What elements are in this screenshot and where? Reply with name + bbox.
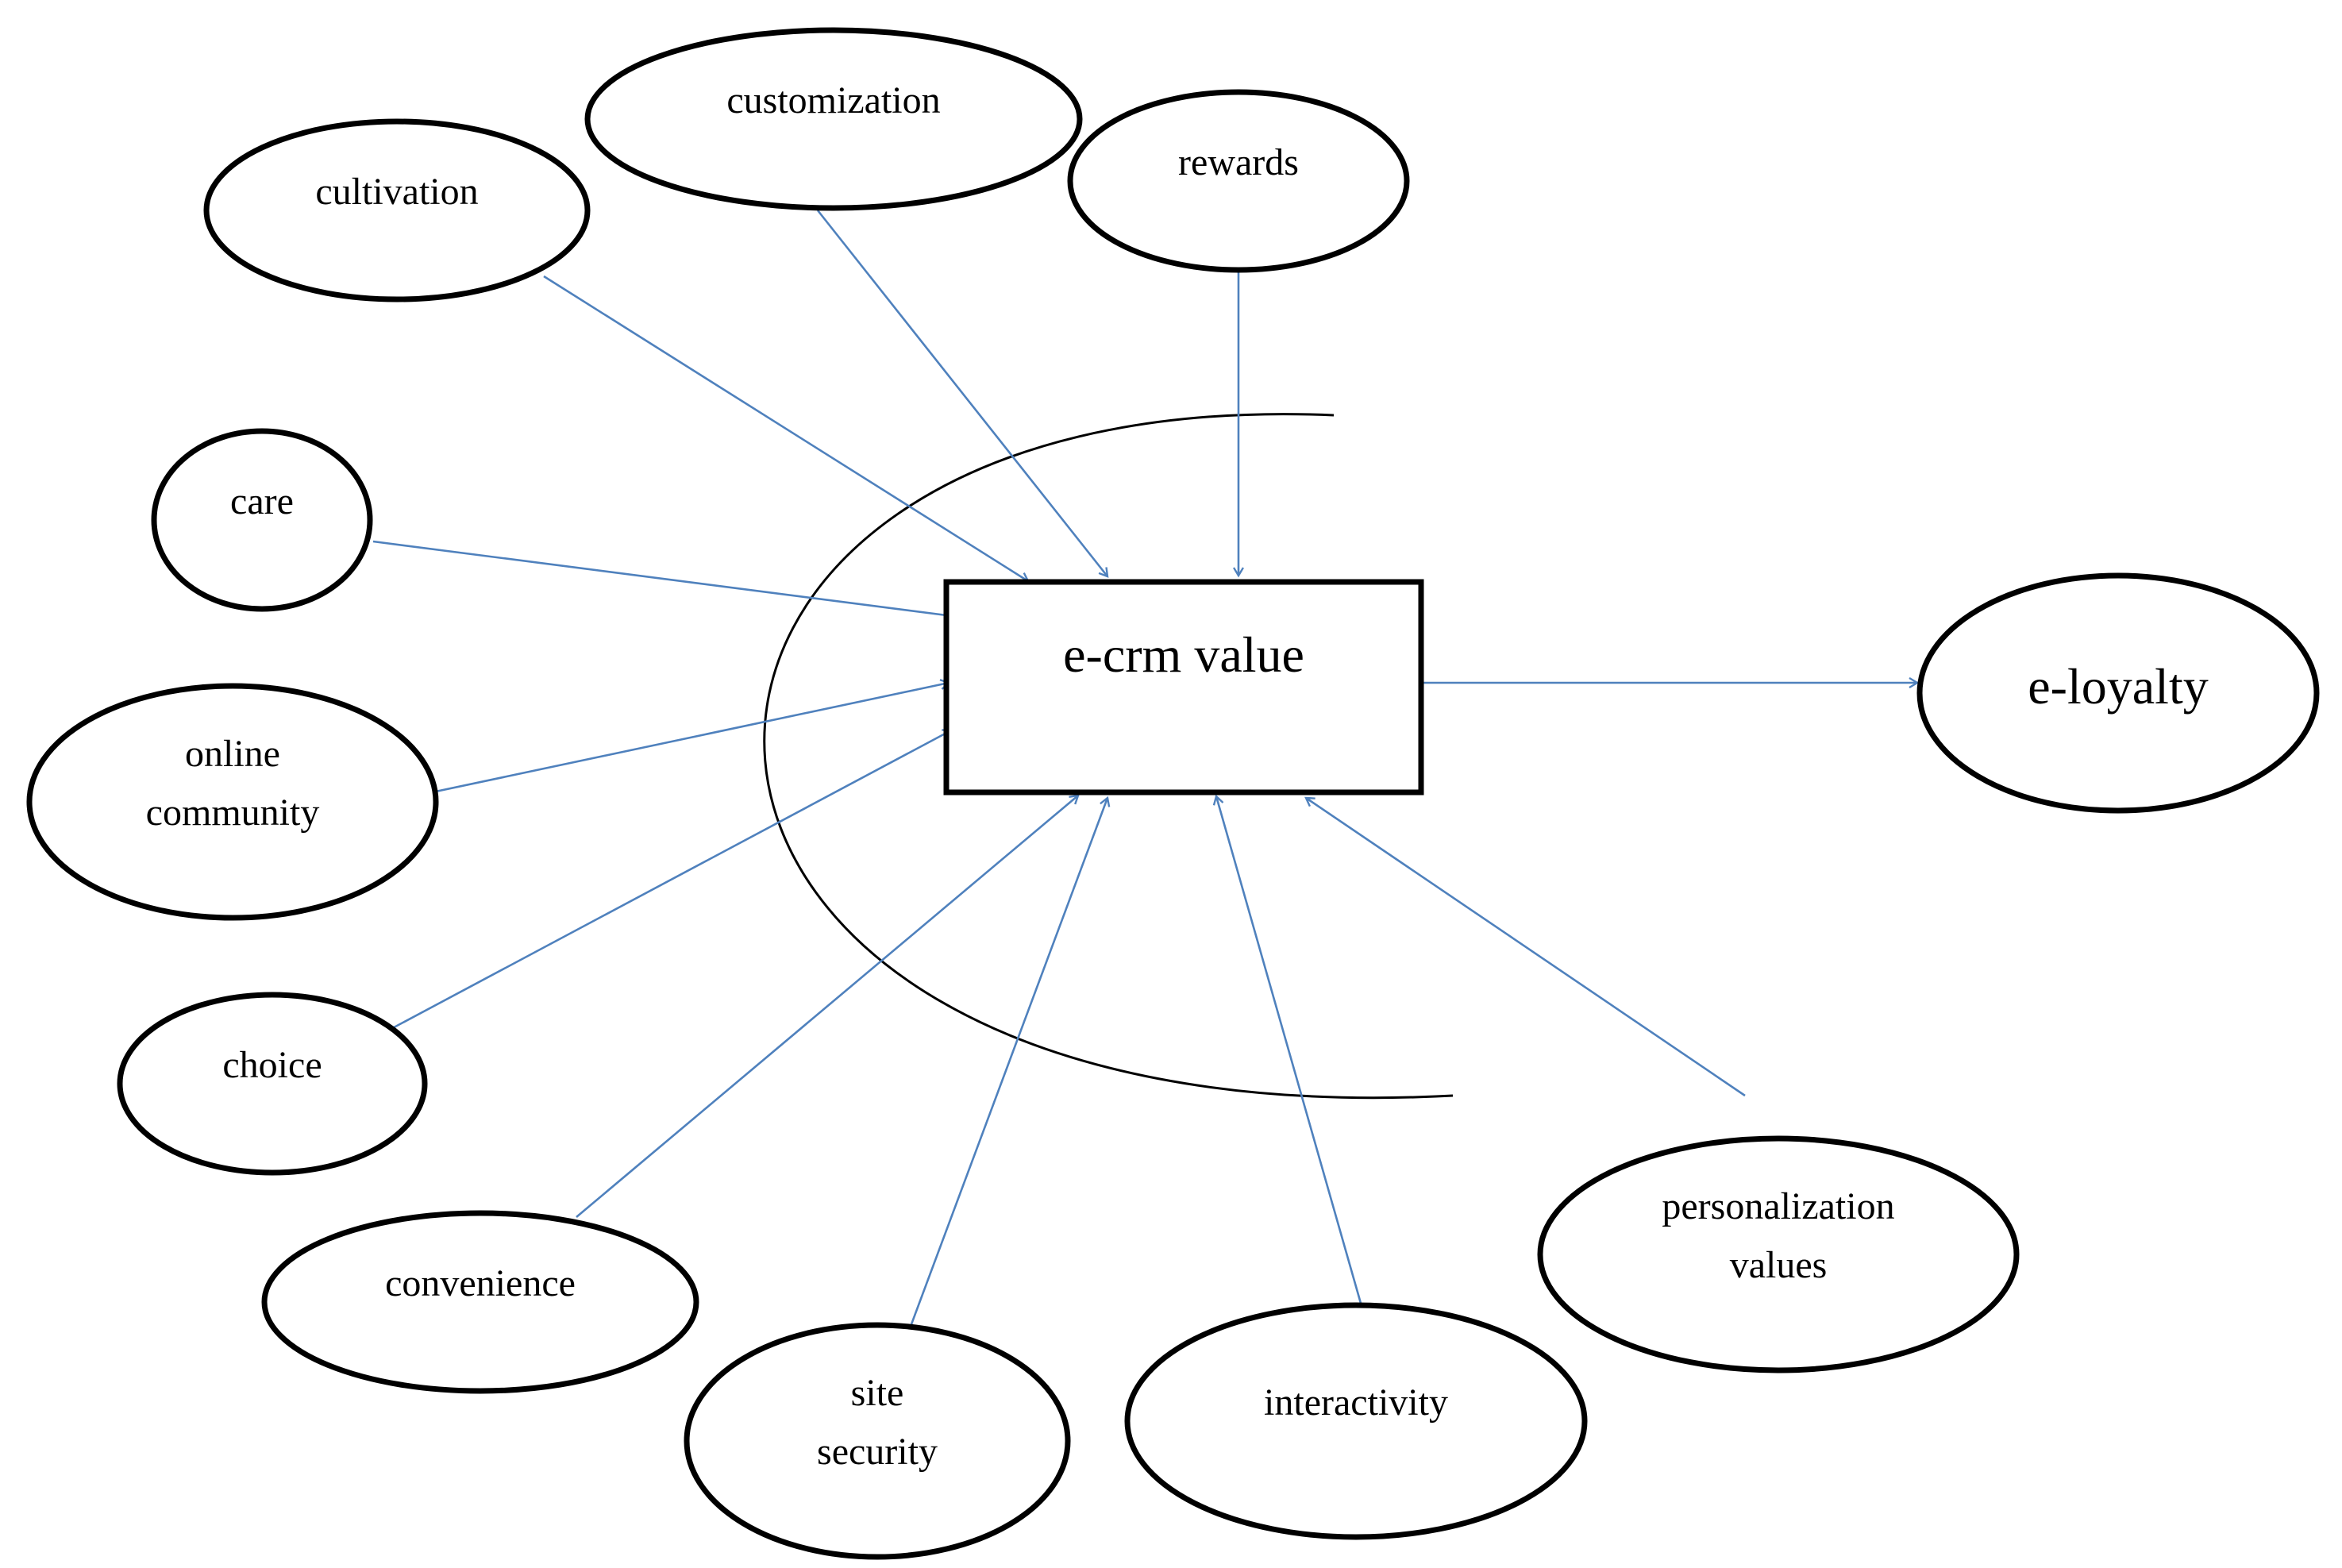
factor-label-personalization-values: values (1730, 1244, 1828, 1286)
factors-layer: cultivation customization rewards care onlin… (26, 27, 2020, 1560)
arrow-customization-to-center (816, 210, 1107, 576)
factor-node-personalization-values: personalization values (1537, 1135, 2020, 1373)
factor-node-cultivation: cultivation (203, 118, 591, 302)
arrow-care-to-center (372, 540, 953, 616)
arrow-online-community-to-center (431, 683, 949, 794)
factor-label-online-community: community (146, 792, 320, 834)
factor-label-choice: choice (222, 1044, 322, 1086)
factor-ellipse-care (151, 428, 373, 612)
factor-node-choice: choice (117, 992, 428, 1176)
factor-ellipse-choice (117, 992, 428, 1176)
factor-ellipse-customization (584, 27, 1083, 211)
factor-ellipse-interactivity (1124, 1302, 1588, 1540)
factor-ellipse-online-community (26, 683, 439, 921)
factor-label-interactivity: interactivity (1264, 1381, 1448, 1424)
arrow-personalization-values-to-center (1306, 798, 1746, 1097)
factor-ellipse-convenience (261, 1210, 699, 1394)
factor-label-convenience: convenience (385, 1262, 576, 1304)
factor-ellipse-site-security (684, 1322, 1071, 1560)
factor-label-site-security: site (851, 1372, 904, 1414)
factor-label-rewards: rewards (1178, 141, 1299, 183)
factor-node-convenience: convenience (261, 1210, 699, 1394)
factor-label-online-community: online (185, 733, 280, 775)
arrow-convenience-to-center (576, 796, 1078, 1218)
factor-node-customization: customization (584, 27, 1083, 211)
factor-label-site-security: security (817, 1431, 938, 1473)
arrow-choice-to-center (384, 730, 951, 1034)
factor-label-cultivation: cultivation (315, 171, 478, 213)
factor-node-interactivity: interactivity (1124, 1302, 1588, 1540)
factor-label-care: care (230, 480, 294, 522)
arrow-site-security-to-center (910, 798, 1107, 1325)
factor-node-site-security: site security (684, 1322, 1071, 1560)
factor-label-personalization-values: personalization (1662, 1185, 1894, 1227)
arrows-layer (372, 210, 1917, 1325)
factor-node-care: care (151, 428, 373, 612)
outcome-label: e-loyalty (2028, 658, 2208, 715)
factor-ellipse-personalization-values (1537, 1135, 2020, 1373)
arrow-interactivity-to-center (1216, 796, 1363, 1307)
factor-ellipse-cultivation (203, 118, 591, 302)
center-node: e-crm value (943, 579, 1424, 796)
factor-node-rewards: rewards (1067, 89, 1410, 273)
arrow-cultivation-to-center (543, 275, 1028, 581)
factor-label-customization: customization (726, 79, 940, 121)
enclosing-arc (763, 413, 1454, 1100)
factor-ellipse-rewards (1067, 89, 1410, 273)
center-label: e-crm value (1063, 626, 1304, 683)
factor-node-online-community: online community (26, 683, 439, 921)
outcome-node: e-loyalty (1916, 572, 2320, 814)
